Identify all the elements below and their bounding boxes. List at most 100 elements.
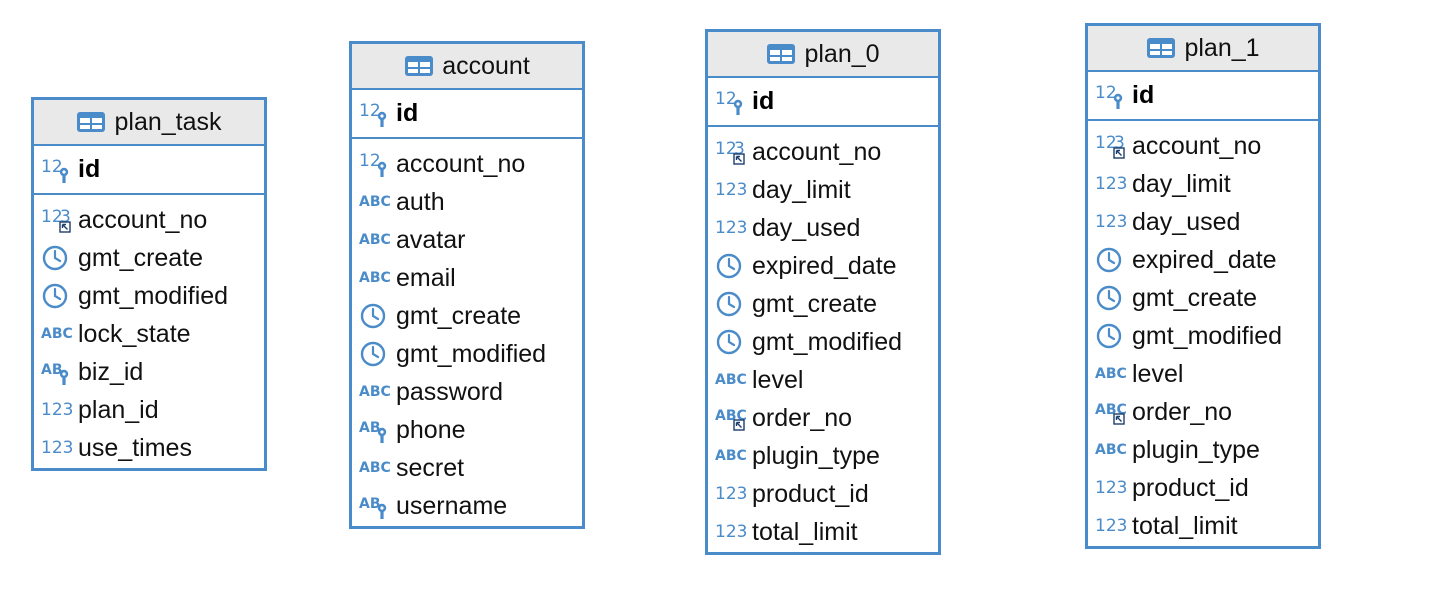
clock-icon [42, 245, 68, 271]
column-row[interactable]: gmt_modified [708, 323, 938, 361]
column-name: id [396, 99, 419, 127]
column-row[interactable]: gmt_create [708, 285, 938, 323]
clock-icon [1096, 285, 1122, 311]
text-icon [359, 232, 391, 248]
table-header[interactable]: plan_0 [708, 32, 938, 78]
column-name: secret [396, 453, 465, 482]
column-row[interactable]: day_limit [1088, 165, 1318, 203]
table-header[interactable]: plan_task [34, 100, 264, 146]
column-row[interactable]: order_no [1088, 393, 1318, 431]
column-row[interactable]: plugin_type [1088, 431, 1318, 469]
numeric-key-icon [715, 88, 743, 115]
text-icon [359, 460, 391, 476]
text-icon [715, 372, 747, 388]
column-row[interactable]: day_used [1088, 203, 1318, 241]
table-plan_task[interactable]: plan_task id account_no gmt_create gmt_m… [31, 97, 267, 471]
primary-key-row[interactable]: id [708, 78, 938, 127]
table-icon [77, 112, 106, 132]
column-row[interactable]: total_limit [1088, 507, 1318, 545]
column-row[interactable]: lock_state [34, 315, 264, 353]
table-title: plan_0 [804, 39, 880, 68]
column-row[interactable]: username [352, 487, 582, 525]
numeric-key-icon [1095, 82, 1123, 109]
column-row[interactable]: expired_date [708, 247, 938, 285]
column-row[interactable]: gmt_modified [352, 335, 582, 373]
column-name: account_no [1132, 131, 1262, 160]
column-name: gmt_modified [78, 281, 229, 310]
table-header[interactable]: plan_1 [1088, 26, 1318, 72]
column-row[interactable]: auth [352, 183, 582, 221]
column-row[interactable]: account_no [352, 145, 582, 183]
text-fk-icon [714, 407, 748, 431]
column-row[interactable]: use_times [34, 429, 264, 467]
primary-key-row[interactable]: id [352, 90, 582, 139]
column-name: day_used [752, 213, 861, 242]
column-row[interactable]: gmt_create [352, 297, 582, 335]
column-name: expired_date [1132, 245, 1277, 274]
column-row[interactable]: plan_id [34, 391, 264, 429]
clock-icon [1096, 323, 1122, 349]
column-row[interactable]: biz_id [34, 353, 264, 391]
column-row[interactable]: day_used [708, 209, 938, 247]
table-icon [405, 56, 434, 76]
column-row[interactable]: gmt_create [1088, 279, 1318, 317]
column-name: id [752, 87, 775, 115]
table-plan_0[interactable]: plan_0 id account_no day_limit day_used … [705, 29, 941, 555]
column-list: account_no gmt_create gmt_modified lock_… [34, 195, 264, 467]
column-name: lock_state [78, 319, 191, 348]
column-row[interactable]: product_id [708, 475, 938, 513]
column-list: account_no day_limit day_used expired_da… [708, 127, 938, 551]
table-header[interactable]: account [352, 44, 582, 90]
column-row[interactable]: order_no [708, 399, 938, 437]
column-row[interactable]: product_id [1088, 469, 1318, 507]
column-name: id [78, 155, 101, 183]
column-row[interactable]: account_no [34, 201, 264, 239]
clock-icon [716, 329, 742, 355]
primary-key-row[interactable]: id [1088, 72, 1318, 121]
numeric-key-icon [359, 100, 387, 127]
column-name: gmt_modified [752, 327, 903, 356]
column-row[interactable]: phone [352, 411, 582, 449]
column-name: avatar [396, 225, 466, 254]
column-row[interactable]: gmt_modified [34, 277, 264, 315]
column-row[interactable]: gmt_create [34, 239, 264, 277]
column-name: day_limit [1132, 169, 1231, 198]
column-row[interactable]: expired_date [1088, 241, 1318, 279]
column-row[interactable]: email [352, 259, 582, 297]
column-row[interactable]: level [1088, 355, 1318, 393]
primary-key-row[interactable]: id [34, 146, 264, 195]
column-name: plugin_type [1132, 435, 1260, 464]
numeric-icon [1095, 174, 1128, 194]
column-name: auth [396, 187, 445, 216]
text-icon [359, 270, 391, 286]
column-row[interactable]: password [352, 373, 582, 411]
column-row[interactable]: total_limit [708, 513, 938, 551]
column-name: plugin_type [752, 441, 880, 470]
table-plan_1[interactable]: plan_1 id account_no day_limit day_used … [1085, 23, 1321, 549]
clock-icon [42, 283, 68, 309]
column-name: gmt_create [752, 289, 878, 318]
column-row[interactable]: level [708, 361, 938, 399]
column-row[interactable]: secret [352, 449, 582, 487]
column-name: biz_id [78, 357, 144, 386]
column-name: email [396, 263, 456, 292]
column-name: order_no [752, 403, 853, 432]
text-icon [41, 326, 73, 342]
column-name: total_limit [752, 517, 858, 546]
text-key-icon [359, 420, 387, 443]
column-name: plan_id [78, 395, 159, 424]
column-name: order_no [1132, 397, 1233, 426]
table-account[interactable]: account id account_no auth avatar email … [349, 41, 585, 529]
text-icon [1095, 366, 1127, 382]
column-name: gmt_create [1132, 283, 1258, 312]
column-row[interactable]: gmt_modified [1088, 317, 1318, 355]
column-name: gmt_create [78, 243, 204, 272]
table-title: plan_1 [1184, 33, 1260, 62]
column-row[interactable]: day_limit [708, 171, 938, 209]
column-row[interactable]: account_no [708, 133, 938, 171]
column-row[interactable]: account_no [1088, 127, 1318, 165]
numeric-fk-icon [1094, 132, 1126, 159]
column-row[interactable]: avatar [352, 221, 582, 259]
column-row[interactable]: plugin_type [708, 437, 938, 475]
column-name: id [1132, 81, 1155, 109]
